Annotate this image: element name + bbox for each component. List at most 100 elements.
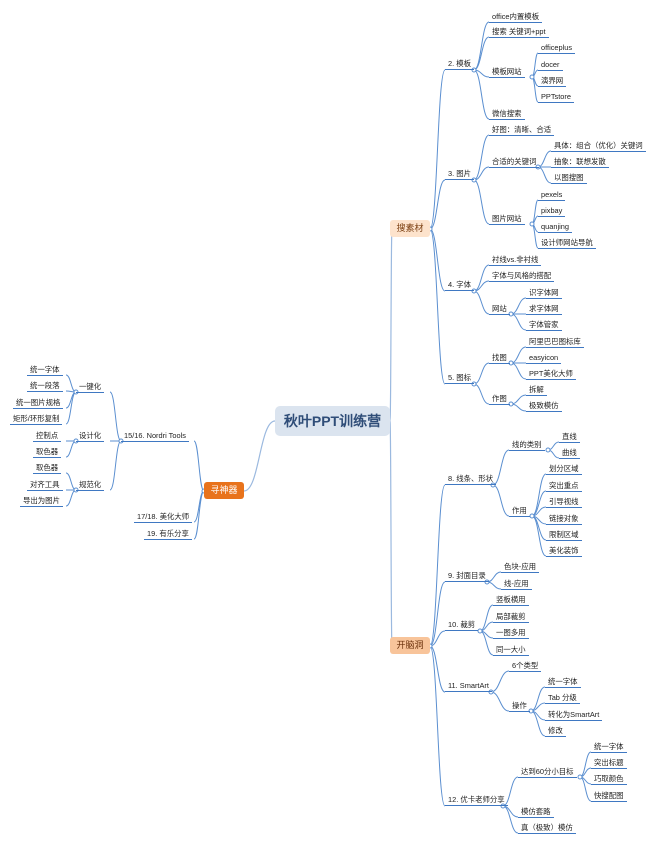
node-use-item[interactable]: 引导视线	[546, 497, 582, 508]
node-caijian[interactable]: 10. 裁剪	[445, 620, 479, 631]
node-ziti-site[interactable]: 网站	[489, 304, 510, 315]
node-g1-item[interactable]: 统一段落	[27, 381, 63, 392]
node-fengmian-item[interactable]: 线-应用	[501, 579, 532, 590]
connector	[492, 484, 510, 517]
node-tubiao-make[interactable]: 作图	[489, 394, 510, 405]
node-caijian-item[interactable]: 局部裁剪	[493, 612, 529, 623]
node-g3-item[interactable]: 取色器	[33, 463, 62, 474]
node-moban-weixin[interactable]: 微信搜索	[489, 109, 525, 120]
node-youle[interactable]: 19. 有乐分享	[144, 529, 192, 540]
node-g1-item[interactable]: 统一字体	[27, 365, 63, 376]
node-goal-item[interactable]: 快搜配图	[591, 791, 627, 802]
node-caijian-item[interactable]: 同一大小	[493, 645, 529, 656]
node-xiantiao[interactable]: 8. 线条、形状	[445, 474, 497, 485]
root-topic[interactable]: 秋叶PPT训练营	[275, 406, 390, 436]
node-g3-item[interactable]: 对齐工具	[27, 480, 63, 491]
node-find-item[interactable]: 阿里巴巴图标库	[526, 337, 584, 348]
node-use-item[interactable]: 美化装饰	[546, 546, 582, 557]
node-kw-item[interactable]: 具体：组合（优化）关键词	[551, 141, 646, 152]
collapse-dot[interactable]	[545, 447, 551, 453]
node-g2[interactable]: 设计化	[76, 431, 105, 442]
collapse-dot[interactable]	[529, 513, 535, 519]
node-kind-item[interactable]: 曲线	[559, 448, 580, 459]
node-make-item[interactable]: 拆解	[526, 385, 547, 396]
node-make-item[interactable]: 极致模仿	[526, 401, 562, 412]
node-nordri[interactable]: 15/16. Nordri Tools	[121, 431, 189, 442]
node-moban-search[interactable]: 搜索 关键词+ppt	[489, 27, 549, 38]
node-moban-office[interactable]: office内置模板	[489, 12, 543, 23]
node-tubiao-find[interactable]: 找图	[489, 353, 510, 364]
collapse-dot[interactable]	[577, 774, 583, 780]
node-kw-item[interactable]: 抽象：联想发散	[551, 157, 609, 168]
node-moban[interactable]: 2. 模板	[445, 59, 474, 70]
node-fenxiang-tl[interactable]: 模仿套路	[518, 807, 554, 818]
collapse-dot[interactable]	[529, 221, 535, 227]
node-g2-item[interactable]: 控制点	[33, 431, 62, 442]
node-site-item[interactable]: 演界网	[538, 76, 567, 87]
node-g1-item[interactable]: 矩形/环形复制	[10, 414, 63, 425]
node-ziti-b[interactable]: 字体与风格的搭配	[489, 271, 555, 282]
node-site-item[interactable]: docer	[538, 60, 563, 71]
node-use-item[interactable]: 链接对象	[546, 514, 582, 525]
node-fengmian-item[interactable]: 色块-应用	[501, 562, 540, 573]
main-topic-kainaodong[interactable]: 开脑洞	[390, 637, 430, 654]
node-fenxiang-mf[interactable]: 真（极致）模仿	[518, 823, 576, 834]
node-g3-item[interactable]: 导出为图片	[20, 496, 63, 507]
node-smartart[interactable]: 11. SmartArt	[445, 681, 492, 692]
node-find-item[interactable]: PPT美化大师	[526, 369, 576, 380]
node-g1-item[interactable]: 统一图片规格	[13, 398, 64, 409]
node-kind-item[interactable]: 直线	[559, 432, 580, 443]
node-ziti[interactable]: 4. 字体	[445, 280, 474, 291]
connector	[537, 166, 552, 184]
node-tupian-kw[interactable]: 合适的关键词	[489, 157, 540, 168]
node-tupian-good[interactable]: 好图：清晰、合适	[489, 125, 555, 136]
node-xiantiao-use[interactable]: 作用	[509, 506, 530, 517]
node-use-item[interactable]: 划分区域	[546, 464, 582, 475]
node-site-item[interactable]: pexels	[538, 190, 566, 201]
node-op-item[interactable]: 统一字体	[545, 677, 581, 688]
node-site-item[interactable]: 字体管家	[526, 320, 562, 331]
node-site-item[interactable]: 识字体网	[526, 288, 562, 299]
node-smartart-op[interactable]: 操作	[509, 701, 530, 712]
node-site-item[interactable]: pixbay	[538, 206, 566, 217]
node-moban-site[interactable]: 模板网站	[489, 67, 525, 78]
connector	[109, 391, 122, 442]
node-goal-item[interactable]: 统一字体	[591, 742, 627, 753]
node-op-item[interactable]: 转化为SmartArt	[545, 710, 603, 721]
connector	[510, 394, 527, 405]
node-goal-item[interactable]: 巧取颜色	[591, 774, 627, 785]
node-goal-item[interactable]: 突出标题	[591, 758, 627, 769]
node-site-item[interactable]: PPTstore	[538, 92, 574, 103]
node-kw-item[interactable]: 以图搜图	[551, 173, 587, 184]
node-ziti-a[interactable]: 衬线vs.非衬线	[489, 255, 542, 266]
node-fenxiang-goal[interactable]: 达到60分小目标	[518, 767, 577, 778]
node-op-item[interactable]: Tab 分级	[545, 693, 580, 704]
connector	[109, 440, 122, 491]
node-fenxiang[interactable]: 12. 优卡老师分享	[445, 795, 508, 806]
node-site-item[interactable]: quanjing	[538, 222, 572, 233]
main-topic-xunshenqi[interactable]: 寻神器	[204, 482, 244, 499]
node-op-item[interactable]: 修改	[545, 726, 566, 737]
node-use-item[interactable]: 限制区域	[546, 530, 582, 541]
node-smartart-types[interactable]: 6个类型	[509, 661, 542, 672]
node-site-item[interactable]: 设计师网站导航	[538, 238, 596, 249]
node-g3[interactable]: 规范化	[76, 480, 105, 491]
node-site-item[interactable]: 求字体网	[526, 304, 562, 315]
node-fengmian[interactable]: 9. 封面目录	[445, 571, 489, 582]
collapse-dot[interactable]	[477, 628, 483, 634]
collapse-dot[interactable]	[529, 74, 535, 80]
node-tubiao[interactable]: 5. 图标	[445, 373, 474, 384]
node-tupian-site[interactable]: 图片网站	[489, 214, 525, 225]
main-topic-sucai[interactable]: 搜素材	[390, 220, 430, 237]
node-site-item[interactable]: officeplus	[538, 43, 576, 54]
node-caijian-item[interactable]: 竖板横用	[493, 595, 529, 606]
node-caijian-item[interactable]: 一图多用	[493, 628, 529, 639]
node-use-item[interactable]: 突出重点	[546, 481, 582, 492]
node-g1[interactable]: 一键化	[76, 382, 105, 393]
node-meihua[interactable]: 17/18. 美化大师	[134, 512, 193, 523]
connector	[473, 383, 490, 405]
node-tupian[interactable]: 3. 图片	[445, 169, 474, 180]
node-find-item[interactable]: easyicon	[526, 353, 562, 364]
node-xiantiao-kind[interactable]: 线的类别	[509, 440, 545, 451]
node-g2-item[interactable]: 取色器	[33, 447, 62, 458]
